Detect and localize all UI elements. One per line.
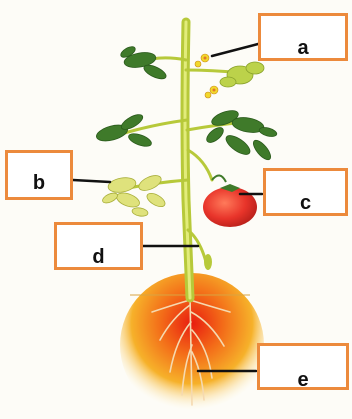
- main-stem: [185, 22, 190, 298]
- leader-line-b: [73, 180, 110, 182]
- label-text-a: a: [261, 38, 345, 58]
- side-shoot: [204, 254, 212, 270]
- light-leaves: [220, 62, 264, 87]
- label-box-b: b: [5, 150, 73, 200]
- label-text-e: e: [260, 370, 346, 390]
- label-text-d: d: [57, 247, 140, 267]
- label-box-a: a: [258, 13, 348, 61]
- leader-line-a: [212, 44, 258, 56]
- label-text-b: b: [8, 173, 70, 193]
- label-box-e: e: [257, 343, 349, 390]
- label-text-c: c: [266, 193, 345, 213]
- label-box-c: c: [263, 168, 348, 216]
- flowers: [195, 54, 218, 98]
- label-box-d: d: [54, 222, 143, 270]
- leaf-b: [101, 172, 167, 217]
- tomato-fruit: [203, 175, 257, 227]
